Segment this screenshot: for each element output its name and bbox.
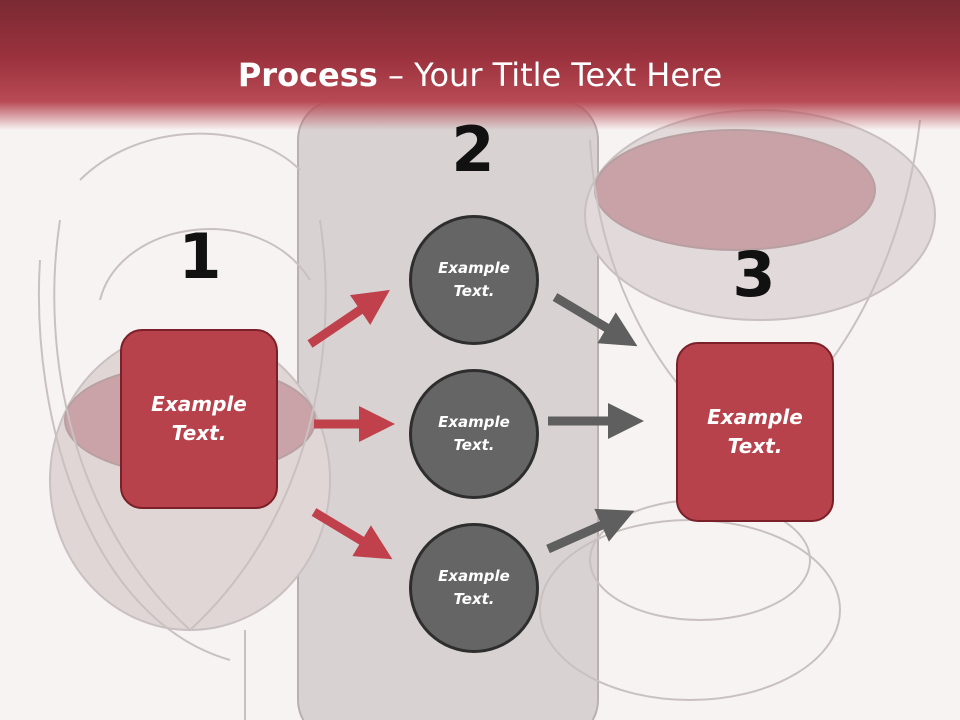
left-box-text: Example Text. <box>151 392 247 445</box>
step-number-3: 3 <box>732 238 776 311</box>
title-rest: – Your Title Text Here <box>377 56 723 94</box>
right-box-text: Example Text. <box>707 405 803 458</box>
gray-arrow-down <box>552 293 638 347</box>
middle-circle: Example Text. <box>409 369 539 499</box>
slide-title: Process – Your Title Text Here <box>0 55 960 95</box>
left-process-box: Example Text. <box>120 329 278 509</box>
title-bold: Process <box>237 56 378 94</box>
bottom-circle-text: Example Text. <box>438 567 510 608</box>
title-bar <box>0 0 960 130</box>
red-arrow-down <box>311 508 393 560</box>
step-number-1: 1 <box>178 220 222 293</box>
red-arrow-up <box>307 289 390 348</box>
top-circle-text: Example Text. <box>438 259 510 300</box>
step-number-2: 2 <box>451 113 495 186</box>
bottom-circle: Example Text. <box>409 523 539 653</box>
top-circle: Example Text. <box>409 215 539 345</box>
middle-circle-text: Example Text. <box>438 413 510 454</box>
right-process-box: Example Text. <box>676 342 834 522</box>
gray-arrow-up <box>546 508 635 554</box>
